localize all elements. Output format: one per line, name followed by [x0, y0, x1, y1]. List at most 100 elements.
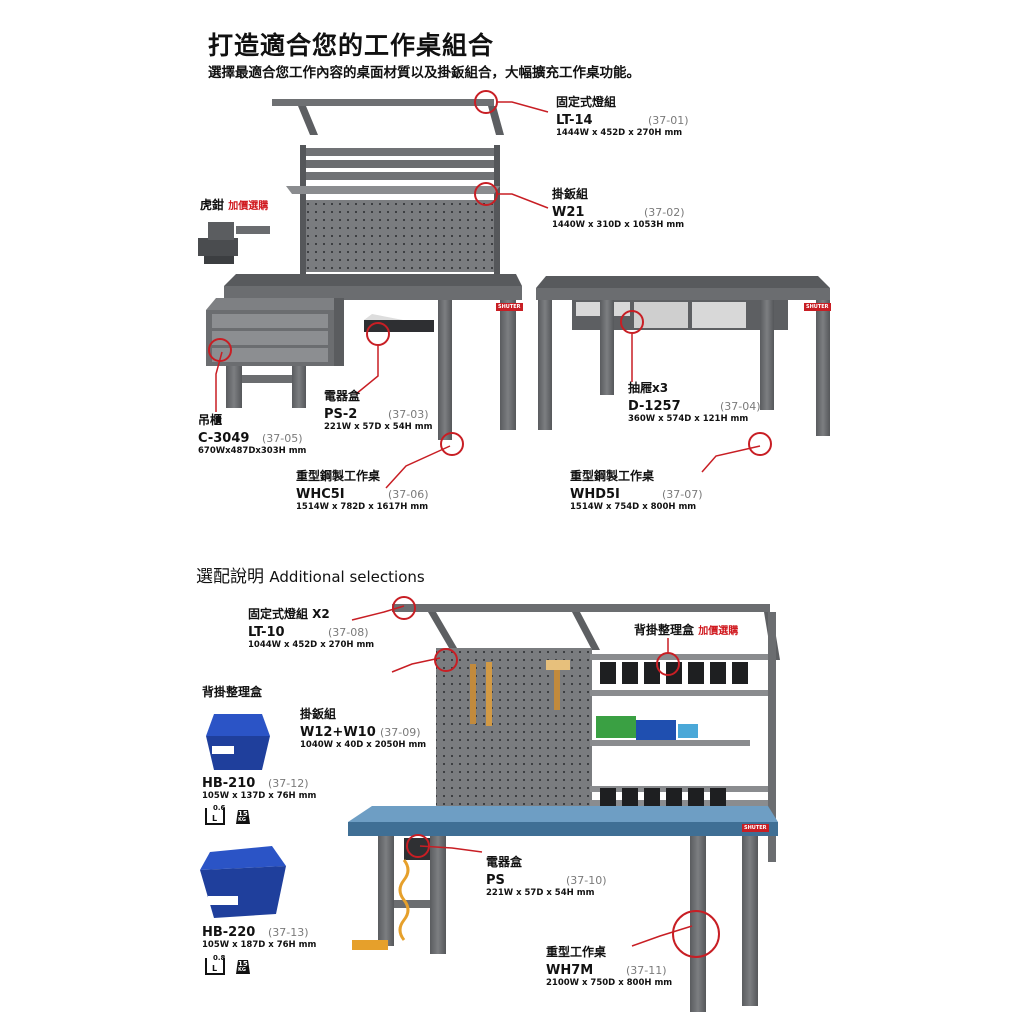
w12w10-code: (37-09)	[380, 725, 421, 739]
hb220-kg-unit: KG	[238, 967, 246, 973]
label-c3049: 吊櫃 C-3049 (37-05) 670Wx487Dx303H mm	[198, 413, 307, 457]
lt10-dim: 1044W x 452D x 270H mm	[248, 639, 375, 650]
hb210-vol: 0.6	[213, 804, 226, 812]
hb210-spec-badges: 0.6 L 15 KG	[204, 804, 266, 825]
hb220-capacity-icon	[205, 958, 250, 975]
brand-badge-whc5i: SHUTER	[496, 303, 523, 311]
lt10-code: (37-08)	[328, 625, 369, 639]
vise-name: 虎鉗	[200, 198, 225, 212]
w12w10-model: W12+W10	[300, 724, 376, 740]
highlight-ring-whc5i	[440, 432, 464, 456]
hb220-vol-unit: L	[212, 964, 218, 973]
lt14-name: 固定式燈組	[556, 95, 617, 109]
lt10-name: 固定式燈組 X2	[248, 607, 330, 621]
c3049-dim: 670Wx487Dx303H mm	[198, 445, 307, 456]
label-hb-title: 背掛整理盒	[202, 685, 263, 700]
ps2-model: PS-2	[324, 406, 358, 422]
label-whd5i: 重型鋼製工作桌 WHD5I(37-07) 1514W x 754D x 800H…	[570, 469, 703, 513]
whc5i-dim: 1514W x 782D x 1617H mm	[296, 501, 429, 512]
page-subtitle: 選擇最適合您工作內容的桌面材質以及掛鈑組合，大幅擴充工作桌功能。	[208, 65, 640, 81]
hb-back-name: 背掛整理盒	[634, 623, 695, 637]
label-hb-back: 背掛整理盒 加價選購	[634, 623, 739, 638]
ps-code: (37-10)	[566, 873, 607, 887]
highlight-ring-w21	[474, 182, 498, 206]
w12w10-dim: 1040W x 40D x 2050H mm	[300, 739, 427, 750]
w21-model: W21	[552, 204, 585, 220]
lt14-code: (37-01)	[648, 113, 689, 127]
whd5i-bench-illustration	[536, 276, 830, 436]
ps2-dim: 221W x 57D x 54H mm	[324, 421, 433, 432]
label-vise: 虎鉗 加價選購	[200, 198, 269, 213]
hb210-kg-unit: KG	[238, 817, 246, 823]
whc5i-bench-illustration	[198, 99, 522, 440]
hb210-dim: 105W x 137D x 76H mm	[202, 790, 317, 801]
hb220-code: (37-13)	[268, 926, 309, 939]
brand-badge-wh7m: SHUTER	[742, 824, 769, 832]
w12w10-name: 掛鈑組	[300, 707, 337, 721]
label-hb220: HB-220 (37-13) 105W x 187D x 76H mm	[202, 922, 316, 951]
label-ps: 電器盒 PS (37-10) 221W x 57D x 54H mm	[486, 855, 607, 899]
w21-dim: 1440W x 310D x 1053H mm	[552, 219, 685, 230]
hb220-dim: 105W x 187D x 76H mm	[202, 939, 317, 950]
hb210-vol-unit: L	[212, 814, 218, 823]
hb210-model: HB-210	[202, 776, 256, 791]
hb220-model: HB-220	[202, 925, 256, 940]
whc5i-code: (37-06)	[388, 487, 429, 501]
section-title-en: Additional selections	[269, 568, 425, 586]
wh7m-name: 重型工作桌	[546, 945, 607, 959]
label-lt10: 固定式燈組 X2 LT-10 (37-08) 1044W x 452D x 270…	[248, 607, 375, 651]
hb-title-name: 背掛整理盒	[202, 685, 263, 699]
highlight-ring-hb-back	[656, 652, 680, 676]
label-hb210: HB-210 (37-12) 105W x 137D x 76H mm	[202, 773, 316, 802]
ps-dim: 221W x 57D x 54H mm	[486, 887, 595, 898]
lt10-model: LT-10	[248, 624, 285, 640]
label-w12w10: 掛鈑組 W12+W10 (37-09) 1040W x 40D x 2050H m…	[300, 707, 427, 751]
vise-option: 加價選購	[228, 201, 269, 212]
highlight-ring-wh7m	[672, 910, 720, 958]
section-title-cn: 選配說明	[196, 567, 264, 587]
whd5i-code: (37-07)	[662, 487, 703, 501]
hb220-bin-illustration	[200, 846, 286, 918]
highlight-ring-ps	[406, 834, 430, 858]
d1257-name: 抽屜x3	[628, 381, 669, 395]
ps-model: PS	[486, 872, 505, 888]
section-title: 選配說明 Additional selections	[196, 562, 425, 587]
highlight-ring-lt14	[474, 90, 498, 114]
lt14-dim: 1444W x 452D x 270H mm	[556, 127, 683, 138]
wh7m-dim: 2100W x 750D x 800H mm	[546, 977, 673, 988]
highlight-ring-lt10	[392, 596, 416, 620]
hb220-spec-badges: 0.8 L 15 KG	[204, 954, 266, 975]
label-ps2: 電器盒 PS-2(37-03) 221W x 57D x 54H mm	[324, 389, 433, 433]
wh7m-model: WH7M	[546, 962, 594, 978]
label-w21: 掛鈑組 W21 (37-02) 1440W x 310D x 1053H mm	[552, 187, 685, 231]
hb210-bin-illustration	[206, 714, 270, 770]
hb-back-option: 加價選購	[698, 626, 739, 637]
whd5i-dim: 1514W x 754D x 800H mm	[570, 501, 697, 512]
ps2-code: (37-03)	[388, 407, 429, 421]
highlight-ring-w12w10	[434, 648, 458, 672]
hb210-kg: 15	[238, 810, 248, 818]
hb220-vol: 0.8	[213, 954, 226, 962]
w21-name: 掛鈑組	[552, 187, 589, 201]
c3049-name: 吊櫃	[198, 413, 223, 427]
whc5i-model: WHC5I	[296, 486, 345, 502]
c3049-model: C-3049	[198, 430, 250, 446]
hb210-capacity-icon	[205, 808, 250, 825]
hb220-kg: 15	[238, 960, 248, 968]
highlight-ring-whd5i	[748, 432, 772, 456]
d1257-model: D-1257	[628, 398, 681, 414]
whd5i-name: 重型鋼製工作桌	[570, 469, 655, 483]
highlight-ring-ps2	[366, 322, 390, 346]
ps-name: 電器盒	[486, 855, 523, 869]
highlight-ring-d1257	[620, 310, 644, 334]
wh7m-code: (37-11)	[626, 963, 667, 977]
hb210-code: (37-12)	[268, 777, 309, 790]
w21-code: (37-02)	[644, 205, 685, 219]
label-d1257: 抽屜x3 D-1257(37-04) 360W x 574D x 121H mm	[628, 381, 761, 425]
whc5i-name: 重型鋼製工作桌	[296, 469, 381, 483]
page-title: 打造適合您的工作桌組合	[208, 31, 495, 60]
highlight-ring-c3049	[208, 338, 232, 362]
lt14-model: LT-14	[556, 112, 593, 128]
c3049-code: (37-05)	[262, 431, 303, 445]
